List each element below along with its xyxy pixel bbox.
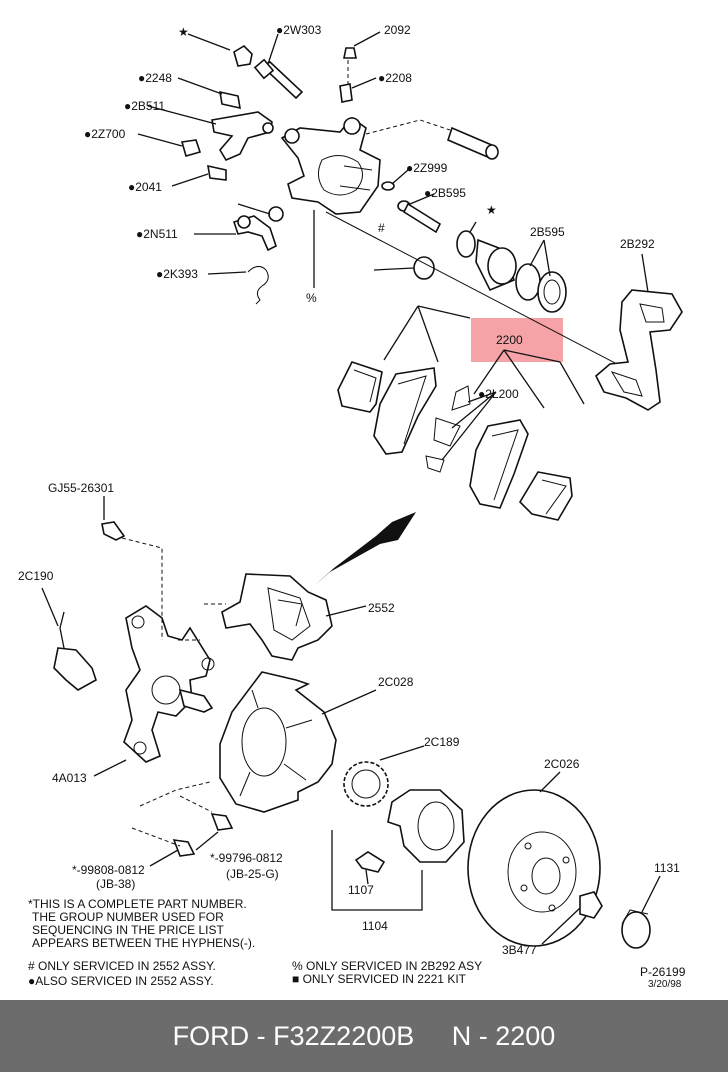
exploded-parts-diagram: ★ ●2W303 2092 ●2248 ●2208 ●2B511 ●2Z700 … [18, 23, 686, 990]
label-2l200: ●2L200 [478, 387, 519, 401]
label-2b595a: ●2B595 [424, 186, 466, 200]
label-2b511: ●2B511 [124, 99, 165, 113]
clip-2l200-a [451, 385, 471, 411]
bushing-dot-square [413, 256, 435, 280]
caliper-bracket-2b292 [595, 289, 683, 411]
label-2c026: 2C026 [544, 757, 580, 771]
note-line-4: APPEARS BETWEEN THE HYPHENS(-). [32, 936, 255, 950]
label-2200: 2200 [496, 333, 523, 347]
label-99808: *-99808-0812 [72, 863, 145, 877]
pad-outer-right [518, 471, 573, 521]
drawing-number: P-26199 [640, 965, 686, 979]
label-2z700: ●2Z700 [84, 127, 126, 141]
footer-sep: - [249, 1020, 274, 1051]
bleeder-2092 [343, 47, 357, 59]
nut-3b477 [579, 891, 603, 919]
footer-group: N - 2200 [451, 1020, 556, 1051]
label-99796b: (JB-25-G) [226, 867, 279, 881]
note-line-2: THE GROUP NUMBER USED FOR [32, 910, 224, 924]
legend-square-note: ■ ONLY SERVICED IN 2221 KIT [292, 972, 467, 986]
grease-cap-1131 [621, 911, 651, 949]
label-2z999: ●2Z999 [406, 161, 448, 175]
abs-sensor-2c190 [53, 647, 97, 691]
highlight-2200 [471, 318, 563, 362]
drawing-date: 3/20/98 [648, 979, 682, 990]
footer-part-number: F32Z2200B [273, 1020, 415, 1051]
label-pct: % [306, 291, 317, 305]
bolt-gj55-26301 [101, 521, 126, 541]
clip-2l200-b [433, 417, 461, 447]
note-line-1: *THIS IS A COMPLETE PART NUMBER. [28, 897, 247, 911]
label-2k393: ●2K393 [156, 267, 198, 281]
seal-2b595-b [537, 271, 567, 313]
tone-ring-2c189 [343, 761, 389, 807]
label-2041: ●2041 [128, 180, 162, 194]
label-3b477: 3B477 [502, 943, 537, 957]
label-star-mid: ★ [486, 203, 497, 217]
label-2552: 2552 [368, 601, 395, 615]
seal-star [456, 230, 476, 258]
footer-gap [414, 1021, 452, 1052]
caliper-assembly-2552 [221, 573, 333, 661]
footer-brand: FORD [172, 1020, 250, 1051]
rotor-2c026 [467, 789, 601, 947]
part-number-footer: FORD - F32Z2200B N - 2200 [0, 1000, 728, 1072]
label-hash: # [378, 221, 385, 235]
steering-knuckle-4a013 [123, 605, 211, 763]
label-4a013: 4A013 [52, 771, 87, 785]
pad-outer-left [337, 361, 383, 413]
label-2c028: 2C028 [378, 675, 414, 689]
label-2w303: ●2W303 [276, 23, 322, 37]
pad-inner-left [373, 367, 437, 455]
label-star-top: ★ [178, 25, 189, 39]
assembly-arrow [314, 512, 416, 586]
spring-2k393 [247, 266, 269, 305]
legend-hash-note: # ONLY SERVICED IN 2552 ASSY. [28, 959, 216, 973]
legend-pct-note: % ONLY SERVICED IN 2B292 ASY [292, 959, 482, 973]
pad-inner-right [469, 419, 529, 509]
legend-dot-note: ●ALSO SERVICED IN 2552 ASSY. [28, 974, 214, 988]
note-line-3: SEQUENCING IN THE PRICE LIST [32, 923, 224, 937]
label-2b292: 2B292 [620, 237, 655, 251]
nut-star [233, 44, 253, 67]
label-2c190: 2C190 [18, 569, 54, 583]
clip-2l200-c [425, 455, 445, 473]
wheel-hub [387, 789, 465, 863]
stud-1107 [354, 851, 386, 873]
label-99796: *-99796-0812 [210, 851, 283, 865]
label-2n511: ●2N511 [136, 227, 178, 241]
label-2b595b: 2B595 [530, 225, 565, 239]
label-1107: 1107 [348, 883, 374, 897]
label-1104: 1104 [362, 919, 388, 933]
bracket-2b511 [211, 111, 273, 162]
label-2092: 2092 [384, 23, 411, 37]
dust-shield-2c028 [219, 671, 337, 813]
label-2248: ●2248 [138, 71, 172, 85]
label-99808b: (JB-38) [96, 877, 135, 891]
label-2c189: 2C189 [424, 735, 460, 749]
seal-2b595-a [515, 263, 541, 301]
label-gj55: GJ55-26301 [48, 481, 114, 495]
label-2208: ●2208 [378, 71, 412, 85]
label-1131: 1131 [654, 861, 680, 875]
